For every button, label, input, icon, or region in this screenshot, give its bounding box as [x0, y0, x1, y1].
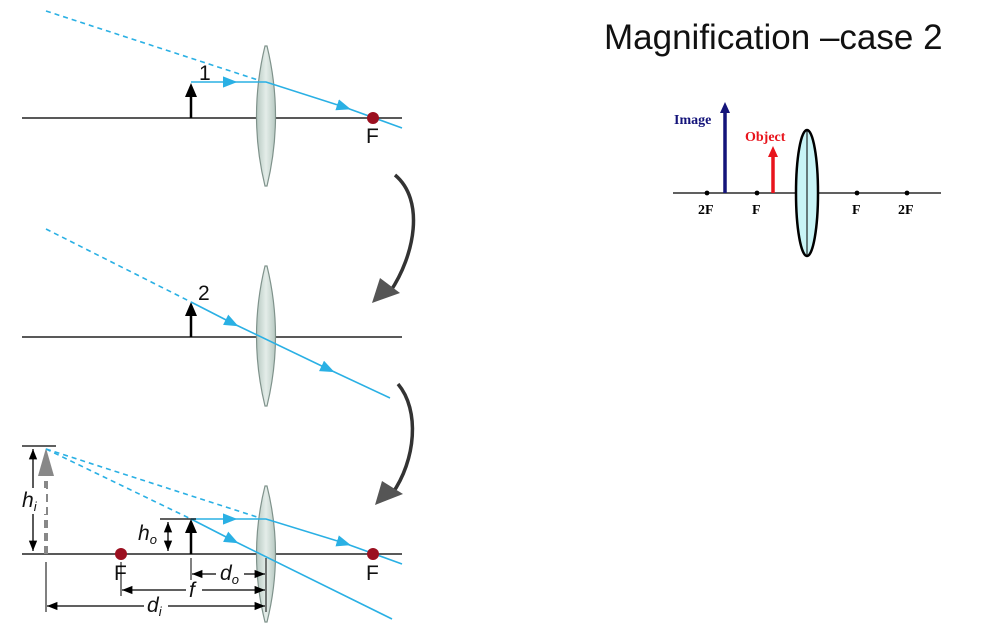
axis-point-2F-right [904, 190, 910, 196]
ray-number-2: 2 [198, 282, 210, 305]
object-label: Object [745, 130, 786, 145]
case-2-diagram: 2F F F 2F Image Object [673, 102, 941, 258]
ray-number-1: 1 [199, 62, 211, 85]
axis-point-2F-left [704, 190, 710, 196]
ray-extension-dashed [45, 10, 259, 81]
image-height-label: hi [22, 489, 38, 514]
panel-ray-2: 2 [22, 228, 402, 407]
refracted-ray [230, 518, 351, 547]
slide-title: Magnification –case 2 [604, 18, 943, 57]
refracted-ray [230, 81, 351, 111]
transition-arrow-icon [375, 382, 415, 505]
image-arrow-head [720, 102, 730, 113]
axis-point-F-right [854, 190, 860, 196]
object-height-label: ho [138, 522, 157, 547]
panel-ray-1: 1 F [22, 10, 403, 187]
axis-label-F-left: F [752, 203, 761, 218]
ray-extension-dashed [45, 228, 192, 303]
label-backdrop [20, 488, 46, 514]
object-arrow-head [185, 302, 197, 316]
ray-extension-dashed [45, 448, 192, 520]
central-ray-through [231, 322, 335, 373]
transition-arrow-icon [372, 173, 416, 303]
object-distance-label: do [220, 562, 239, 587]
object-arrow-head [185, 83, 197, 97]
converging-lens [255, 45, 277, 187]
central-ray [190, 518, 239, 544]
central-ray-continued [327, 368, 391, 399]
image-label: Image [674, 113, 711, 128]
axis-label-2F-right: 2F [898, 203, 914, 218]
focal-point [367, 112, 379, 124]
focal-point-right [367, 548, 379, 560]
converging-lens [255, 265, 277, 407]
focal-length-label: f [189, 579, 197, 602]
axis-point-F-left [754, 190, 760, 196]
image-distance-label: di [147, 594, 163, 619]
central-ray-through [231, 539, 393, 620]
focal-label: F [366, 125, 379, 148]
axis-label-2F-left: 2F [698, 203, 714, 218]
object-arrow-head [768, 146, 778, 157]
object-arrow-head [185, 519, 197, 533]
ray-extension-dashed [45, 448, 261, 519]
panel-combined: F F hi ho do f di [20, 445, 403, 623]
focal-point-left [115, 548, 127, 560]
focal-label-left: F [114, 562, 127, 585]
axis-label-F-right: F [852, 203, 861, 218]
focal-label-right: F [366, 562, 379, 585]
virtual-image-arrow-head [38, 448, 54, 476]
central-ray [190, 301, 239, 327]
